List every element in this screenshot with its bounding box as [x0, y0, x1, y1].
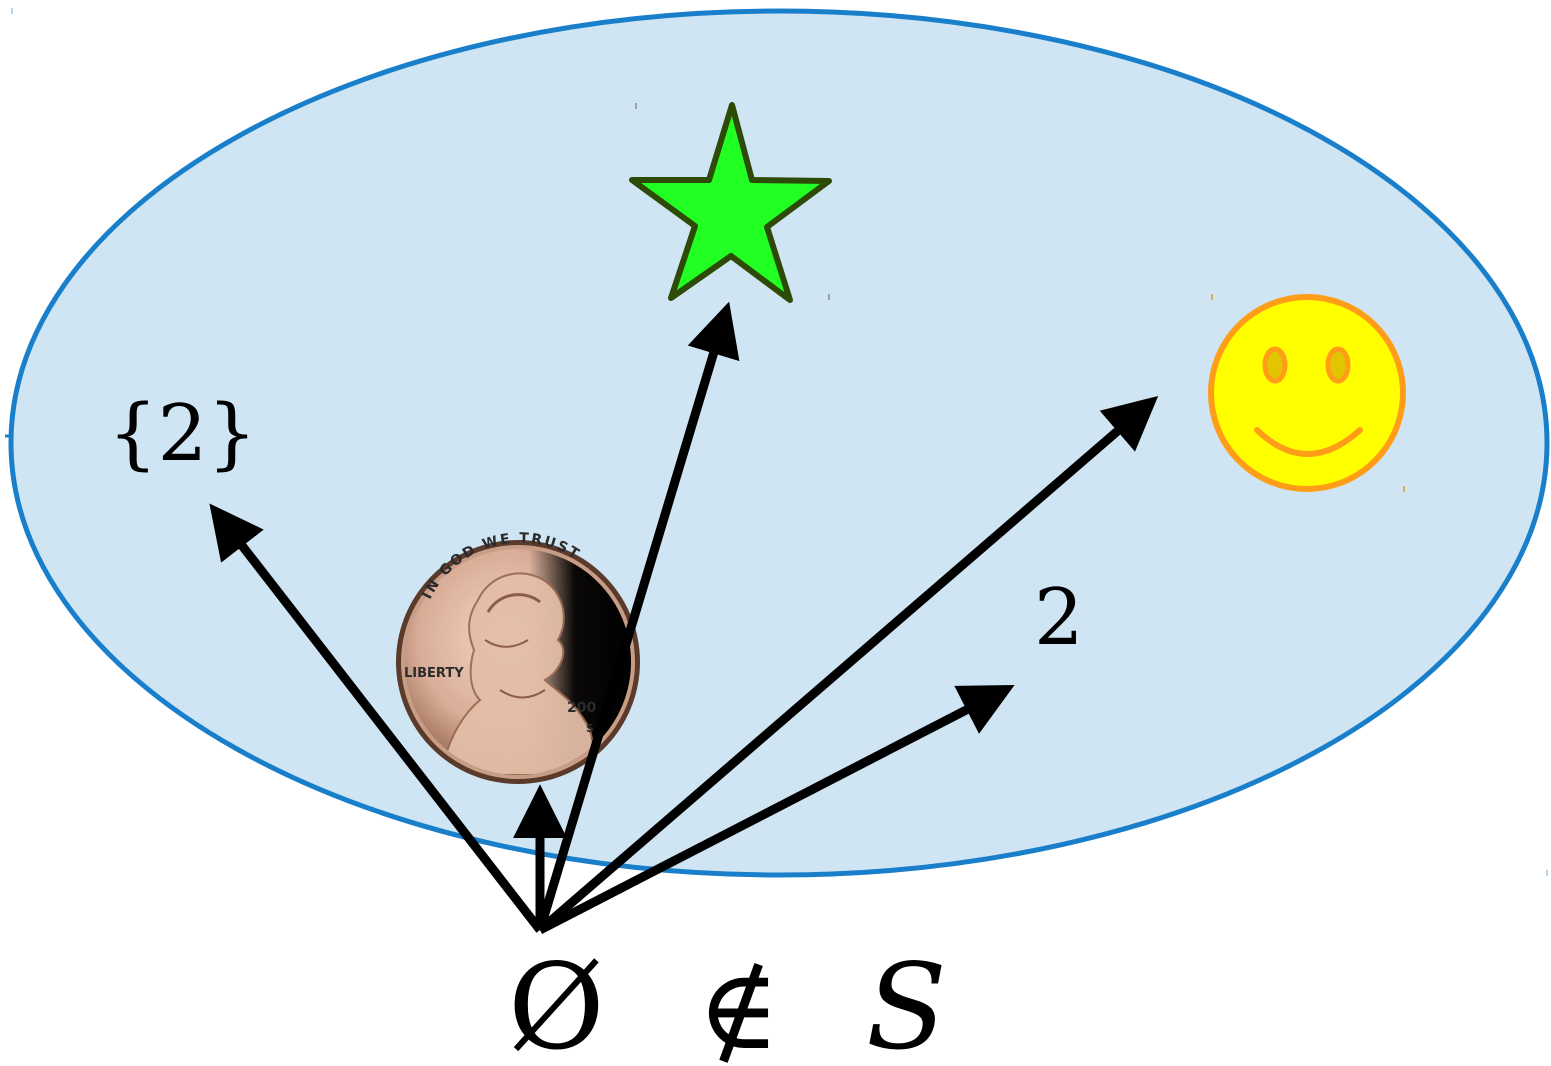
set-s-symbol: S — [866, 938, 947, 1066]
empty-set-symbol: Ø — [508, 938, 605, 1066]
arrow-to-smiley — [537, 395, 1159, 934]
penny-year: 200 — [567, 700, 596, 716]
green-star-icon — [629, 102, 832, 303]
smiley-face-icon — [1208, 294, 1406, 492]
arrow-to-number-two — [537, 685, 1015, 934]
arrow-to-star — [535, 301, 740, 932]
penny-liberty: LIBERTY — [404, 666, 464, 681]
singleton-set-label: {2} — [108, 389, 257, 479]
not-member-symbol: ∉ — [697, 945, 780, 1066]
penny-coin-icon: IN GOD WE TRUST LIBERTY 200 S — [396, 530, 640, 784]
number-two-label: 2 — [1034, 573, 1084, 663]
set-s-ellipse — [8, 8, 1550, 878]
arrow-to-singleton-set — [209, 503, 544, 933]
penny-mint-mark: S — [586, 722, 594, 735]
membership-arrows — [209, 301, 1159, 934]
